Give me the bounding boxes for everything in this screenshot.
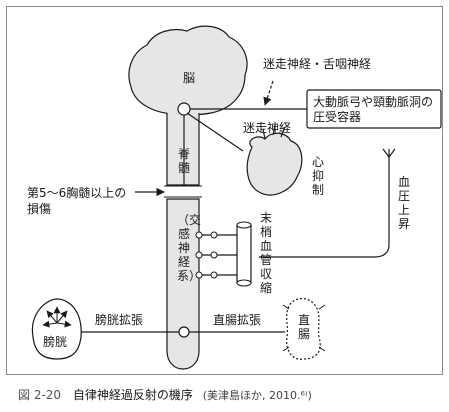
figure-title: 自律神経過反射の機序 (72, 388, 193, 402)
vagus-label: 迷走神経 (243, 121, 292, 135)
lower-spinal-cord-shape (166, 198, 200, 370)
brain-shape (128, 25, 248, 116)
cardiac-inhibition-label: 心抑制 (311, 155, 324, 197)
vasoconstriction-label: 末梢血管収縮 (259, 211, 272, 295)
bladder-shape (31, 298, 82, 360)
rectal-distension-label: 直腸拡張 (213, 313, 262, 327)
bp-rise-line (259, 149, 390, 258)
rectum-label: 直腸 (297, 313, 310, 341)
brain-label: 脳 (183, 71, 196, 85)
rectum-shape (286, 297, 321, 360)
figure-frame: 脳 迷走神経・舌咽神経 大動脈弓や頸動脈洞の圧受容器 迷走神経 脊髄 心抑制 血… (6, 6, 443, 375)
reflex-diagram (31, 25, 442, 370)
figure-number: 図 2-20 (18, 388, 62, 402)
figure-caption: 図 2-20 自律神経過反射の機序 (美津島ほか, 2010.⁶⁾) (18, 386, 312, 403)
figure-source: (美津島ほか, 2010.⁶⁾) (202, 389, 312, 402)
blood-vessel-shape (236, 224, 252, 284)
heart-shape (246, 132, 303, 196)
sympathetic-label: （交感神経系） (177, 213, 202, 283)
baroreceptor-label: 大動脈弓や頸動脈洞の圧受容器 (313, 95, 434, 124)
bp-rise-label: 血圧上昇 (397, 175, 410, 231)
vagus-glossopharyngeal-label: 迷走神経・舌咽神経 (263, 57, 372, 71)
bladder-label: 膀胱 (43, 335, 68, 349)
injury-level-label: 第5〜6胸髄以上の損傷 (27, 186, 127, 216)
spinal-cord-shape (166, 113, 200, 186)
spinal-cord-label: 脊髄 (177, 147, 190, 175)
bladder-distension-label: 膀胱拡張 (95, 313, 144, 327)
baroreceptor-box (306, 89, 442, 129)
